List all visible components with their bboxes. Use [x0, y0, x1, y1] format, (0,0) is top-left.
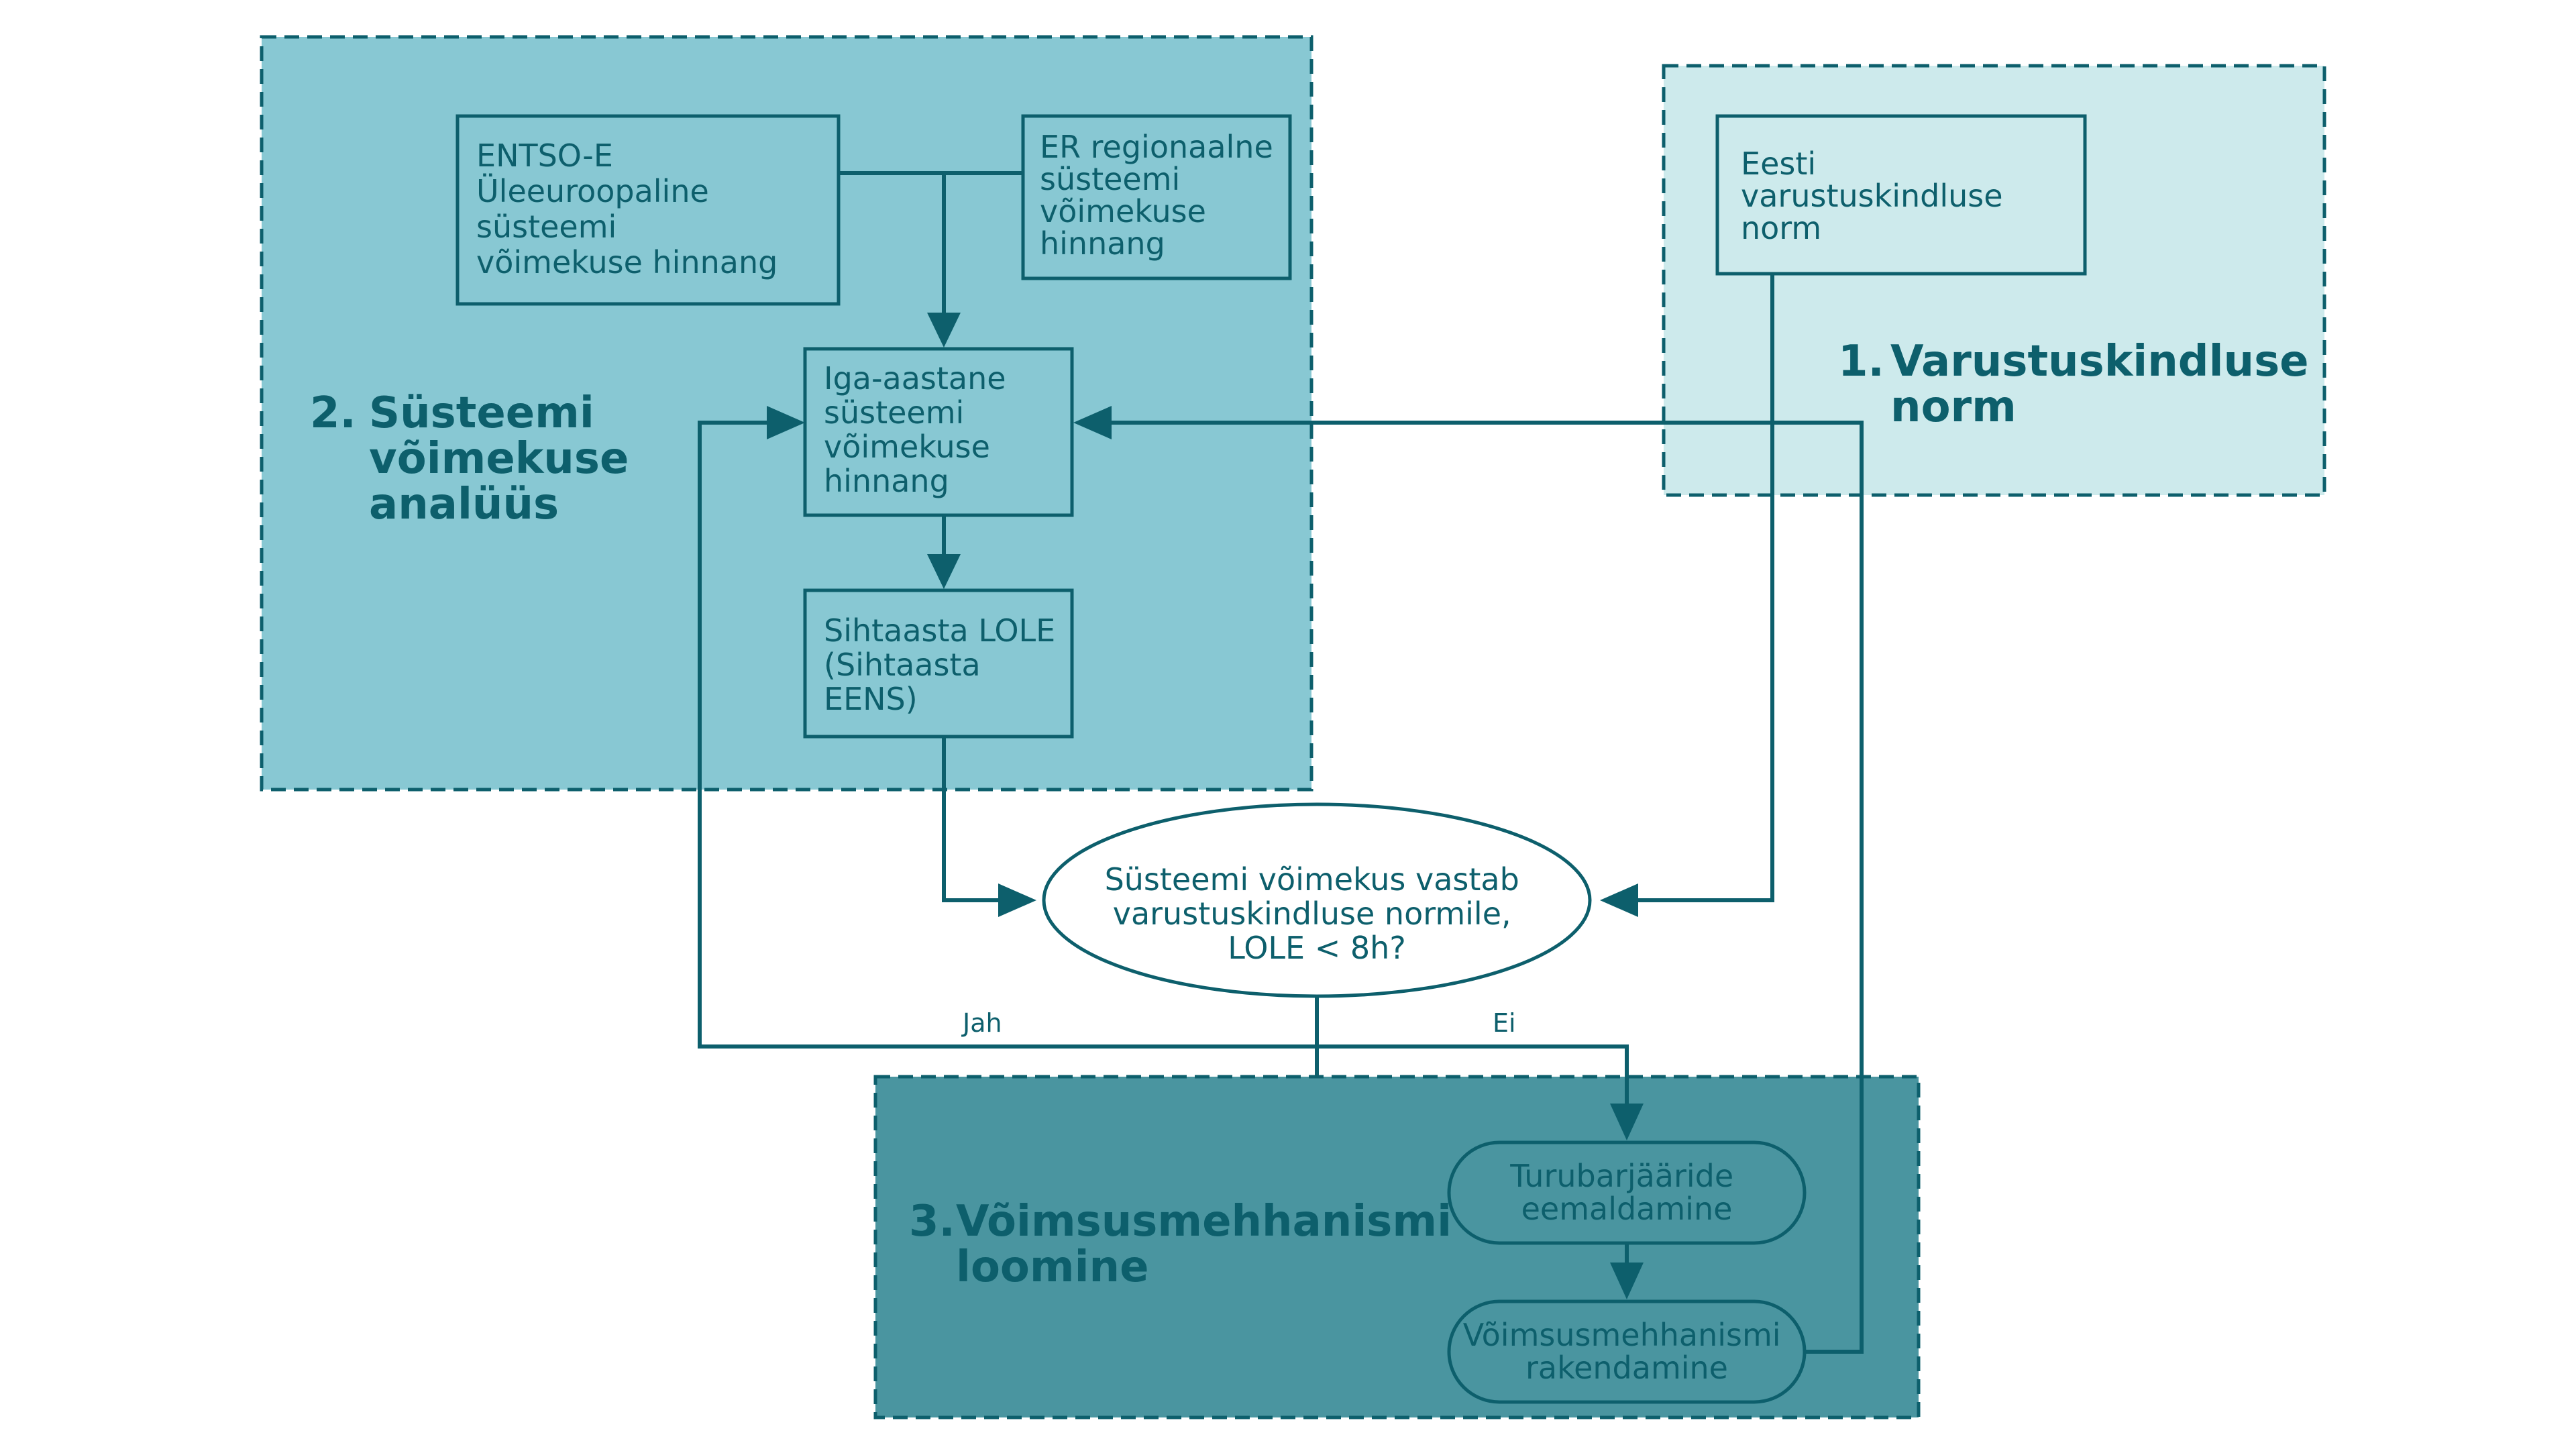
- branch-yes-label: Jah: [961, 1008, 1002, 1038]
- box-annual-assessment: [803, 347, 1074, 517]
- box-target-lole-text: Sihtaasta LOLE (Sihtaasta EENS): [824, 612, 1065, 717]
- connector-lole-to-decision: [942, 737, 1000, 902]
- decision-ellipse: [1042, 802, 1592, 998]
- box-er-regional: [1021, 114, 1292, 280]
- box-er-regional-text: ER regionaalne süsteemi võimekuse hinnan…: [1040, 129, 1283, 262]
- region-norm-number: 1.: [1838, 337, 1884, 386]
- arrowhead-into-decision-right: [1600, 883, 1638, 917]
- box-mechanism-implementation: [1447, 1299, 1807, 1404]
- connector-norm-to-decision: [1637, 274, 1774, 902]
- region-mechanism-number: 3.: [909, 1197, 955, 1246]
- arrowheads: [767, 313, 1644, 1299]
- connectors: [698, 171, 1864, 1354]
- region-analysis-number: 2.: [310, 388, 356, 438]
- connector-yes-loop: [698, 421, 1317, 1049]
- box-annual-assessment-text: Iga-aastane süsteemi võimekuse hinnang: [824, 360, 1016, 499]
- box-barriers-removal-text: Turubarjääride eemaldamine: [1509, 1158, 1743, 1227]
- arrowhead-into-implementation: [1610, 1263, 1644, 1299]
- arrowhead-into-lole: [927, 554, 961, 589]
- arrowhead-into-barriers: [1610, 1104, 1644, 1140]
- arrowhead-feedback-into-annual: [1073, 406, 1112, 439]
- box-estonia-norm: [1715, 114, 2087, 276]
- arrowhead-into-decision-left: [998, 883, 1036, 917]
- box-entsoe-text: ENTSO-E Üleeuroopaline süsteemi võimekus…: [476, 138, 777, 280]
- arrowhead-into-annual: [927, 313, 961, 347]
- region-norm-title: 1. Varustuskindluse norm: [1838, 337, 2324, 432]
- region-analysis-title: 2. Süsteemi võimekuse analüüs: [310, 388, 644, 529]
- connector-implementation-feedback: [1110, 421, 1864, 1354]
- box-entsoe: [455, 114, 841, 306]
- decision-text: Süsteemi võimekus vastab varustuskindlus…: [1105, 861, 1529, 966]
- box-mechanism-implementation-text: Võimsusmehhanismi rakendamine: [1463, 1317, 1790, 1386]
- box-barriers-removal: [1447, 1140, 1807, 1245]
- box-target-lole: [803, 588, 1074, 739]
- arrowhead-yes-into-annual: [767, 406, 805, 439]
- region-mechanism-title: 3. Võimsusmehhanismi loomine: [909, 1197, 1466, 1292]
- box-estonia-norm-text: Eesti varustuskindluse norm: [1741, 146, 2012, 246]
- branch-no-label: Ei: [1493, 1008, 1516, 1038]
- connector-no-branch: [1317, 1044, 1629, 1117]
